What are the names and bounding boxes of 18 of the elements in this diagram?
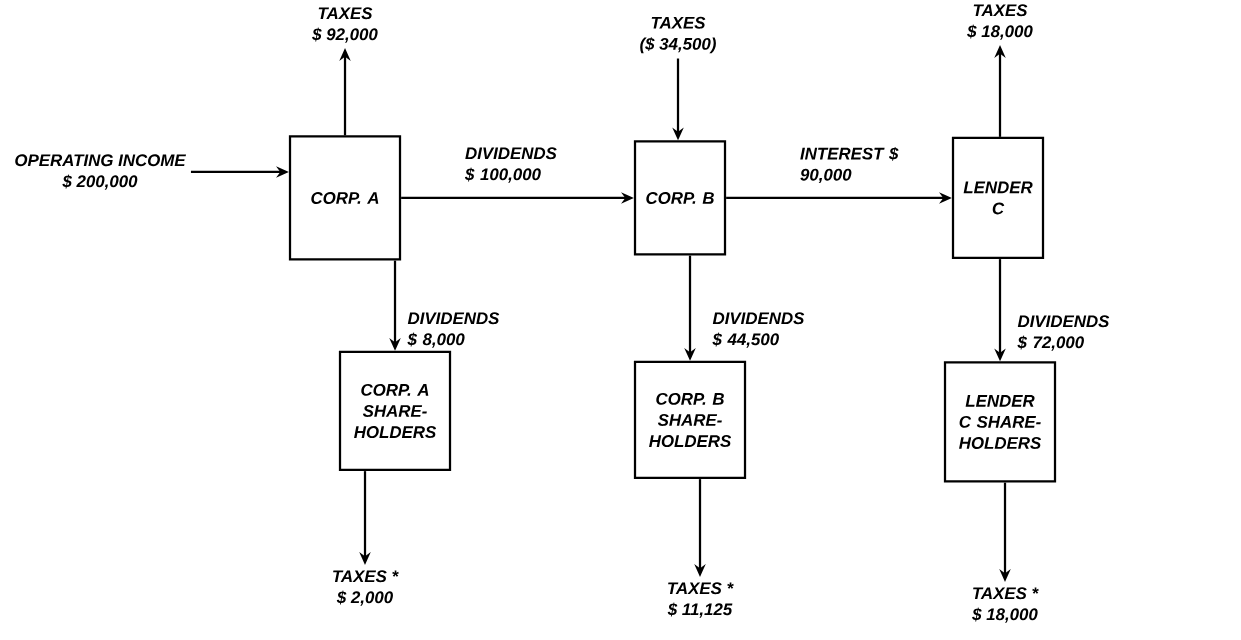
flow-text: TAXES $ 92,000 (312, 7, 378, 43)
flow-text: TAXES $ 18,000 (967, 4, 1033, 40)
entity-box: CORP. B SHARE-HOLDERS (633, 360, 747, 480)
edge-label: DIVIDENDS $ 8,000 (407, 312, 500, 348)
flow-text: TAXES * $ 18,000 (972, 587, 1039, 623)
entity-box: LENDER C SHARE-HOLDERS (943, 361, 1057, 483)
flow-text: OPERATING INCOME $ 200,000 (15, 154, 186, 190)
edge-label: DIVIDENDS $ 100,000 (464, 147, 557, 183)
entity-box: CORP. B (633, 140, 727, 256)
edge-label: INTEREST $ 90,000 (800, 146, 899, 184)
entity-box: LENDER C (951, 136, 1045, 260)
edge-label: DIVIDENDS $ 72,000 (1017, 315, 1110, 351)
flow-text: TAXES ($ 34,500) (640, 16, 716, 54)
edge-label: DIVIDENDS $ 44,500 (712, 312, 805, 348)
entity-box: CORP. A (288, 135, 402, 261)
entity-box: CORP. A SHARE-HOLDERS (338, 350, 452, 472)
flow-text: TAXES * $ 11,125 (667, 582, 734, 618)
flow-text: TAXES * $ 2,000 (333, 570, 399, 606)
